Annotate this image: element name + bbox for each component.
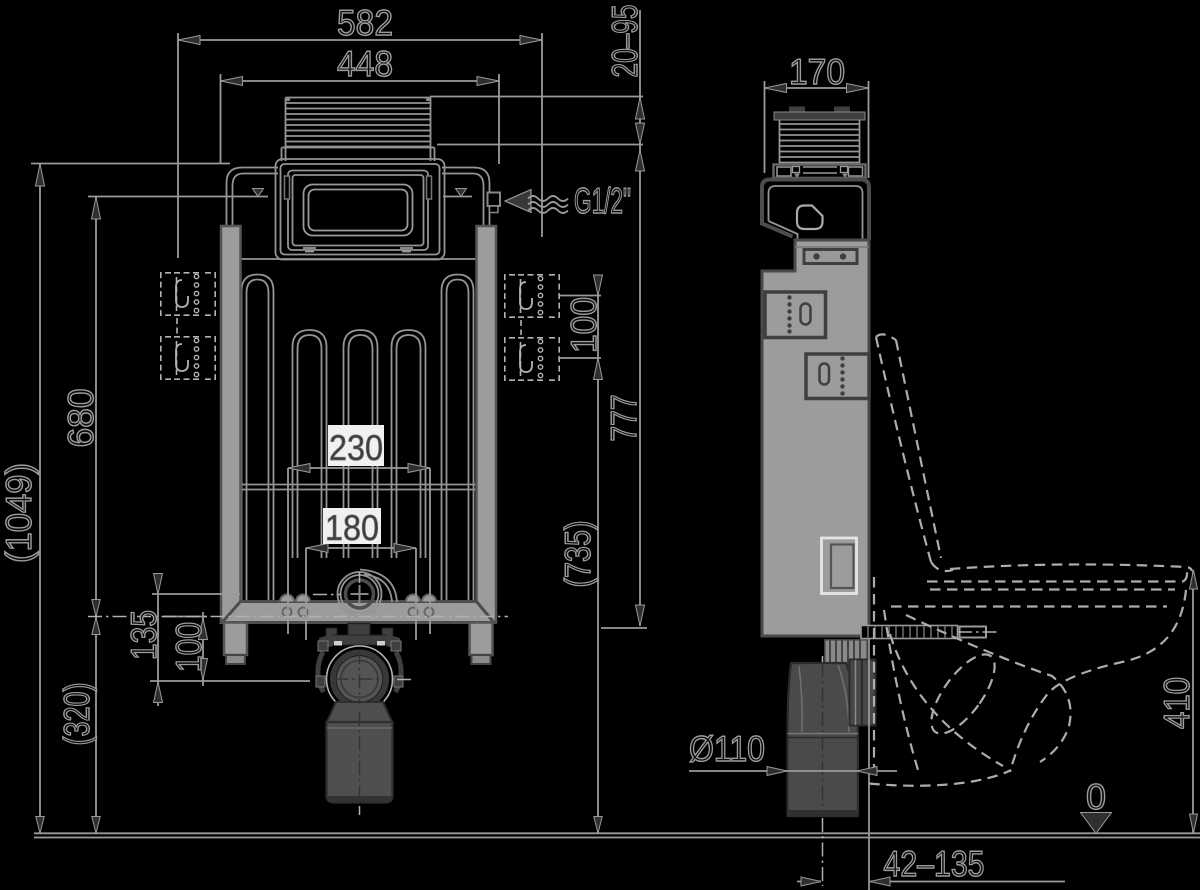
svg-text:G1/2": G1/2" <box>574 180 631 221</box>
svg-text:135: 135 <box>123 610 164 660</box>
svg-text:777: 777 <box>603 395 644 442</box>
svg-text:42–135: 42–135 <box>884 843 985 884</box>
svg-text:410: 410 <box>1156 677 1197 729</box>
svg-text:448: 448 <box>337 43 393 84</box>
svg-text:(735): (735) <box>557 521 598 588</box>
svg-text:20–95: 20–95 <box>604 5 645 78</box>
svg-text:(320): (320) <box>56 683 97 746</box>
svg-text:100: 100 <box>563 297 604 353</box>
svg-text:Ø110: Ø110 <box>689 728 765 769</box>
svg-text:100: 100 <box>168 622 209 672</box>
svg-text:680: 680 <box>60 389 101 448</box>
svg-text:180: 180 <box>325 507 379 548</box>
svg-text:170: 170 <box>789 51 845 92</box>
svg-text:0: 0 <box>1086 776 1106 817</box>
svg-text:(1049): (1049) <box>0 463 39 563</box>
svg-text:582: 582 <box>337 2 393 43</box>
svg-text:230: 230 <box>329 427 383 468</box>
